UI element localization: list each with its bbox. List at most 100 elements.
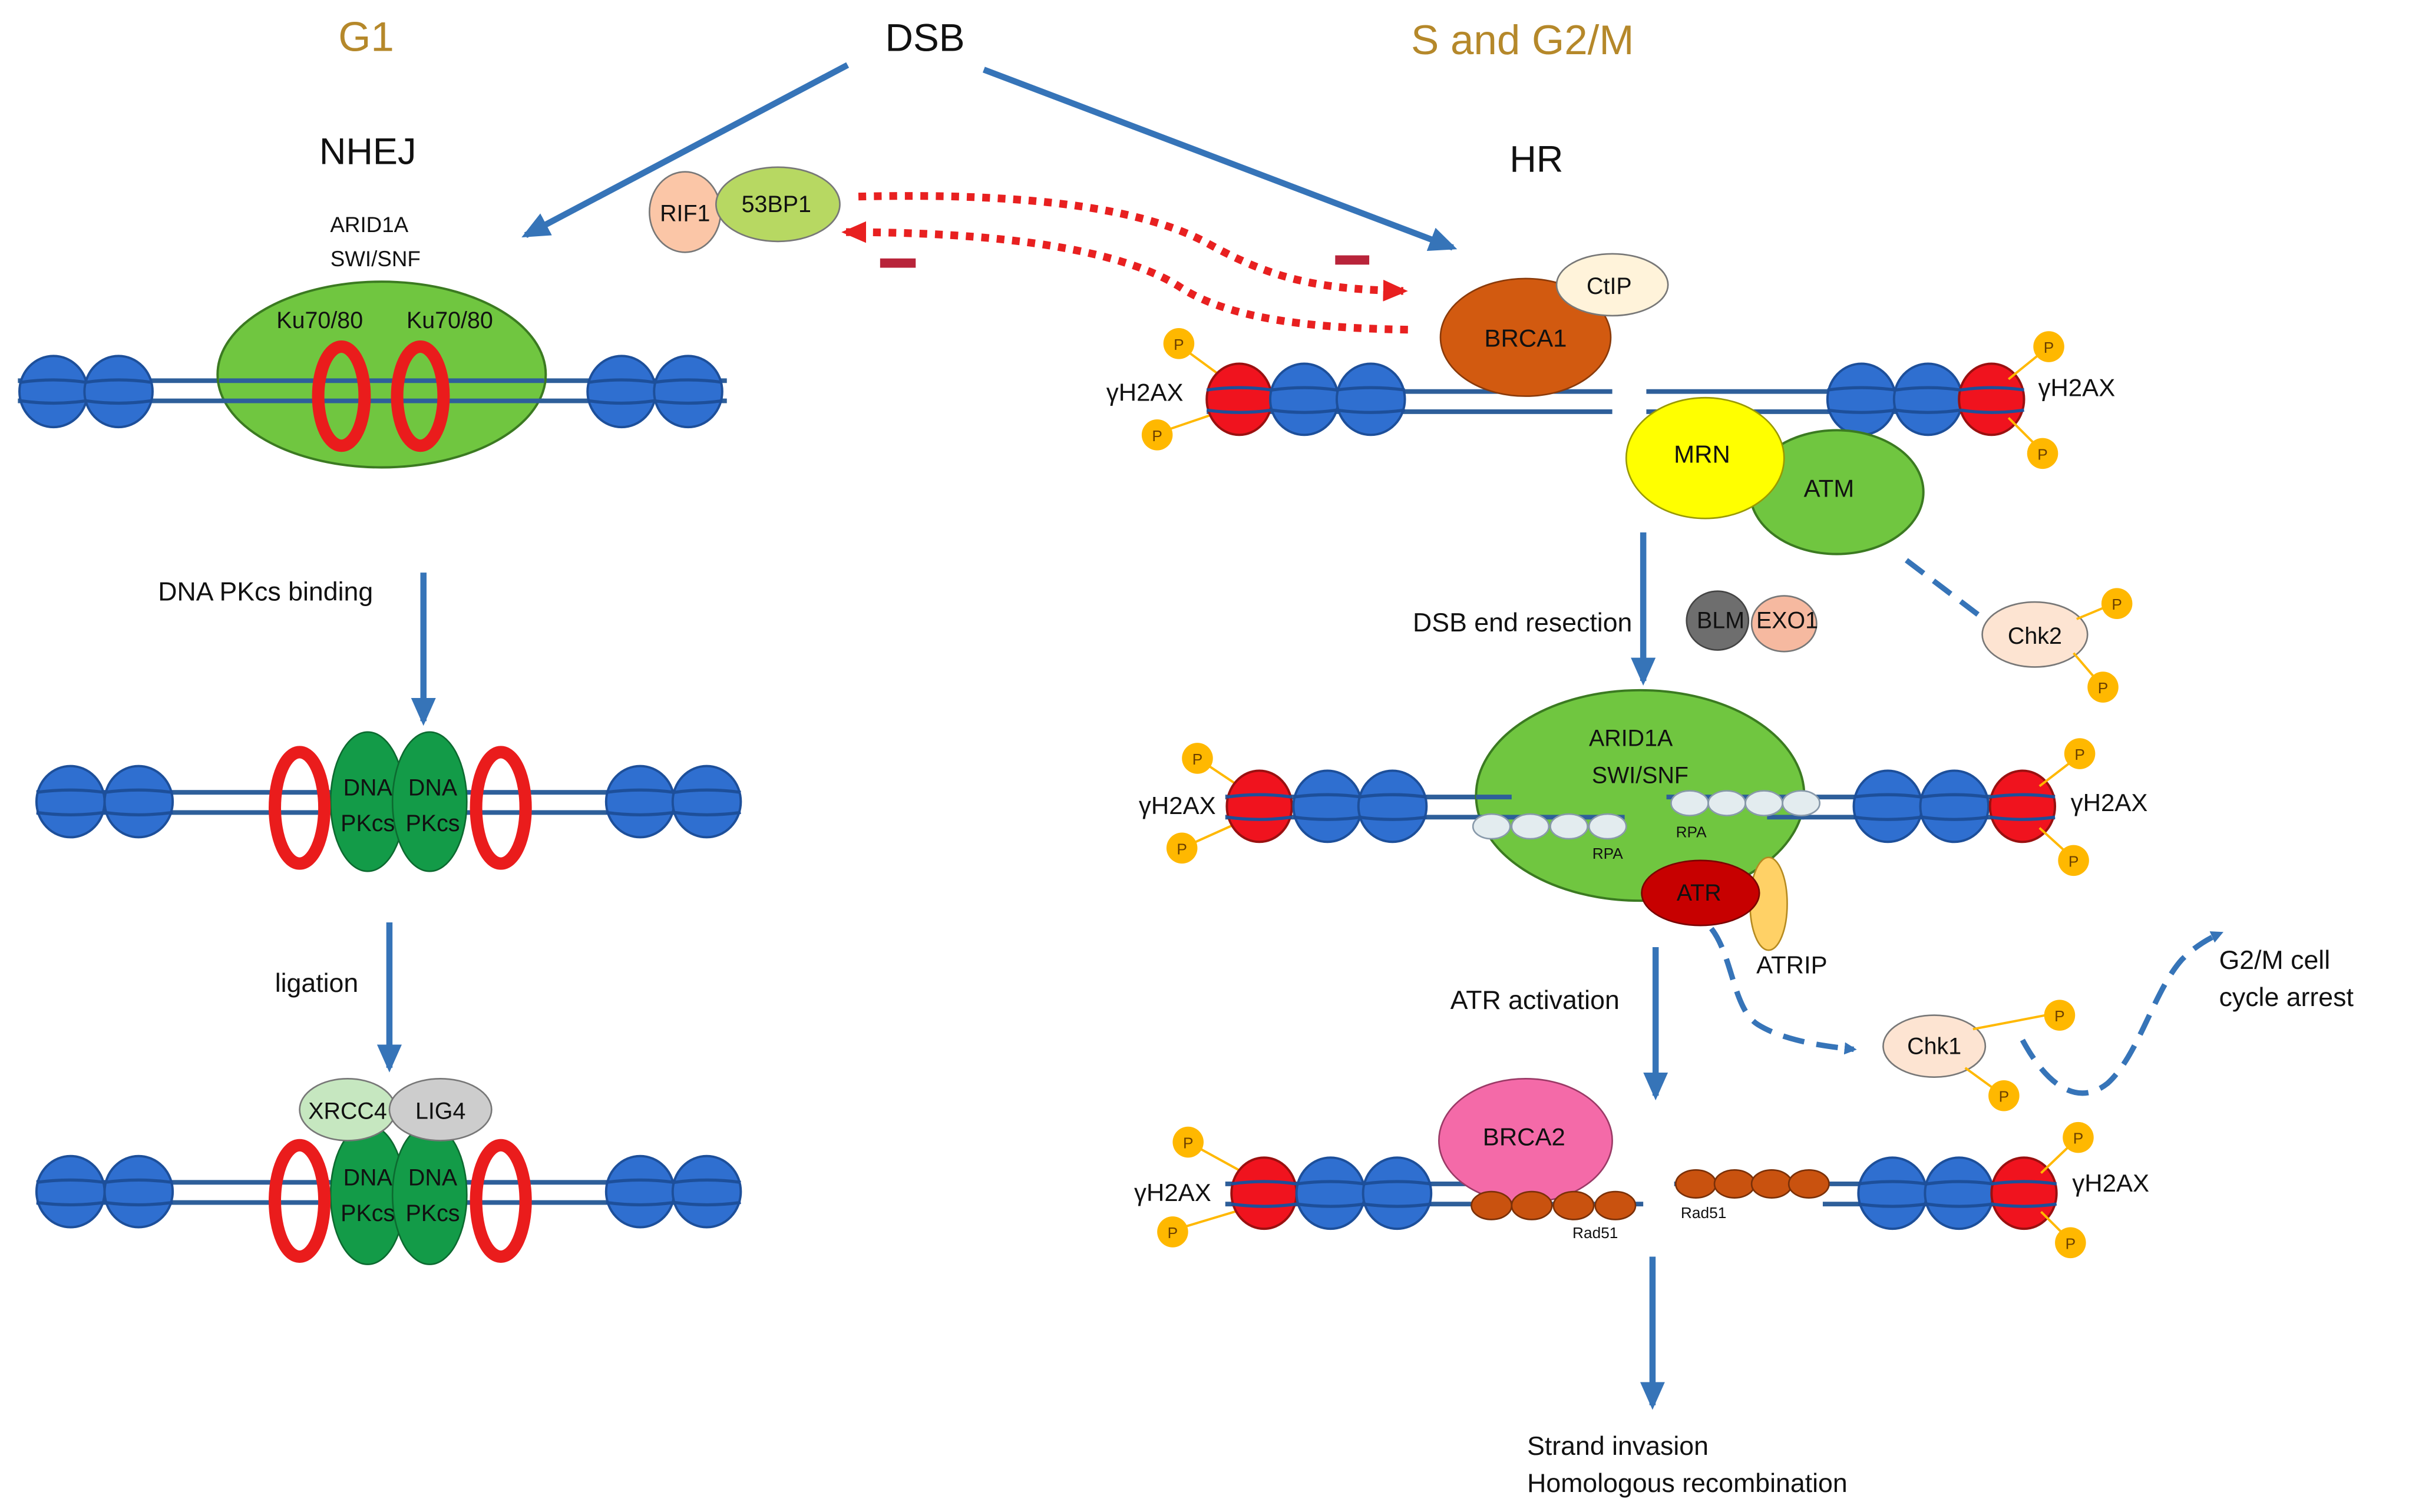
inhibit-arrow-53bp1-to-brca1 [858, 192, 1408, 302]
h2ax-histone [1205, 362, 1273, 436]
hr-label: HR [1509, 139, 1563, 180]
g2m-arrest-label-line1: G2/M cell [2219, 946, 2331, 975]
chk2-label: Chk2 [2008, 623, 2062, 649]
phospho-label: P [1152, 427, 1162, 445]
dna-wrap [1227, 793, 1427, 821]
phospho-label: P [2098, 679, 2109, 697]
h2ax-label: γH2AX [1134, 1179, 1211, 1206]
arrow-dsb-to-nhej [521, 62, 850, 239]
nhej-label: NHEJ [319, 131, 417, 173]
brca1-protein [1439, 277, 1612, 397]
phospho-group [2027, 438, 2058, 469]
h2ax-histone [1988, 769, 2057, 843]
exo1-label: EXO1 [1756, 608, 1818, 634]
phospho-group [1166, 832, 1198, 864]
h2ax-label: γH2AX [1106, 379, 1184, 406]
phospho-label: P [1999, 1088, 2010, 1106]
rpa-coated-ssdna-right [1670, 790, 1821, 816]
arrow-atr-to-chk1 [1709, 927, 1857, 1055]
nhej-row1-nucleosomes [18, 355, 723, 429]
lig4-label: LIG4 [415, 1099, 465, 1124]
phospho-label: P [2044, 339, 2054, 356]
phospho-label: P [1168, 1224, 1178, 1242]
mrn-label: MRN [1674, 441, 1730, 468]
ku70-80-right-label: Ku70/80 [407, 307, 493, 333]
phospho-label: P [2068, 852, 2079, 870]
h2ax-histone [1990, 1156, 2058, 1230]
nucleosome [1924, 1156, 1994, 1230]
arid1a-swisnf-complex-nhej [216, 280, 547, 469]
phospho-group [1988, 1080, 2020, 1111]
blm-helicase [1686, 590, 1750, 651]
rad51-right-label: Rad51 [1681, 1204, 1726, 1222]
rif1-label: RIF1 [660, 201, 710, 227]
nhej-dnapkcs-row [35, 765, 742, 839]
dnapkcs-left-dna-label: DNA [343, 775, 393, 800]
h2ax-label: γH2AX [2071, 789, 2148, 816]
h2ax-label: γH2AX [2038, 374, 2115, 402]
dnapkcs-lig-right-pkcs-label: PKcs [406, 1200, 460, 1226]
ku-ring-row2-right [470, 746, 532, 870]
h2ax-label: γH2AX [1139, 792, 1216, 819]
nucleosome [1892, 362, 1964, 436]
phospho-group [1141, 419, 1173, 451]
dnapkcs-lig-left-dna-label: DNA [343, 1165, 393, 1191]
blm-label: BLM [1697, 608, 1744, 634]
nucleosome [1826, 362, 1897, 436]
53bp1-protein [715, 166, 841, 243]
rpa-left-label: RPA [1592, 845, 1624, 862]
phospho-group [2055, 1227, 2086, 1259]
hr-arid1a-label: ARID1A [1589, 725, 1673, 751]
nhej-row1-strands-over [219, 378, 544, 403]
dna-wrap [1206, 386, 1405, 414]
atr-kinase [1641, 859, 1760, 927]
nucleosome [1295, 1156, 1366, 1230]
phospho-link [1972, 1014, 2046, 1031]
homologous-recombination-label: Homologous recombination [1527, 1469, 1848, 1498]
rad51-left-label: Rad51 [1572, 1224, 1618, 1242]
atrip-label: ATRIP [1756, 951, 1828, 979]
phospho-label: P [2073, 1130, 2084, 1147]
phospho-group [2063, 1121, 2094, 1153]
dna-wrap [1853, 793, 2056, 821]
chk1-label: Chk1 [1907, 1033, 1961, 1059]
nucleosome [1919, 769, 1990, 843]
rad51-filament-right [1675, 1169, 1830, 1199]
ku-ring-row2-left [269, 746, 331, 870]
nhej-swisnf-label: SWI/SNF [331, 247, 421, 271]
atm-label: ATM [1804, 474, 1855, 502]
rpa-coated-ssdna-left [1472, 813, 1627, 840]
dna-wrap [1858, 1180, 2057, 1208]
phospho-group [1182, 743, 1213, 774]
atr-label: ATR [1677, 880, 1721, 906]
dnapkcs-binding-step-label: DNA PKcs binding [158, 577, 373, 606]
phospho-group [2101, 588, 2133, 619]
arrow-atm-to-chk2 [1905, 558, 1999, 631]
nucleosome [1357, 769, 1428, 843]
nucleosome [1335, 362, 1406, 436]
dsb-end-resection-step-label: DSB end resection [1413, 608, 1632, 637]
dna-wrap [1231, 1180, 1432, 1208]
phospho-group [1157, 1216, 1188, 1248]
dnapkcs-left-pkcs-label: PKcs [341, 810, 395, 836]
phospho-label: P [2112, 595, 2122, 613]
phospho-label: P [1192, 750, 1203, 768]
nucleosome [1362, 1156, 1433, 1230]
ligation-step-label: ligation [275, 969, 359, 998]
nhej-arid1a-label: ARID1A [330, 213, 408, 237]
nucleosome [1268, 362, 1340, 436]
rpa-right-label: RPA [1676, 823, 1707, 841]
arrow-chk1-to-arrest [2020, 931, 2224, 1096]
dnapkcs-lig-left-pkcs-label: PKcs [341, 1200, 395, 1226]
xrcc4-label: XRCC4 [308, 1099, 387, 1124]
ku70-80-left-label: Ku70/80 [276, 307, 363, 333]
g1-phase-label: G1 [338, 14, 394, 61]
dna-wrap [1827, 386, 2024, 414]
atr-activation-step-label: ATR activation [1450, 986, 1620, 1015]
phospho-group [2064, 738, 2096, 769]
ctip-protein [1555, 253, 1669, 317]
h2ax-histone [1958, 362, 2025, 436]
h2ax-label: γH2AX [2072, 1169, 2149, 1197]
nucleosome [1292, 769, 1363, 843]
strand-invasion-label: Strand invasion [1527, 1432, 1709, 1461]
